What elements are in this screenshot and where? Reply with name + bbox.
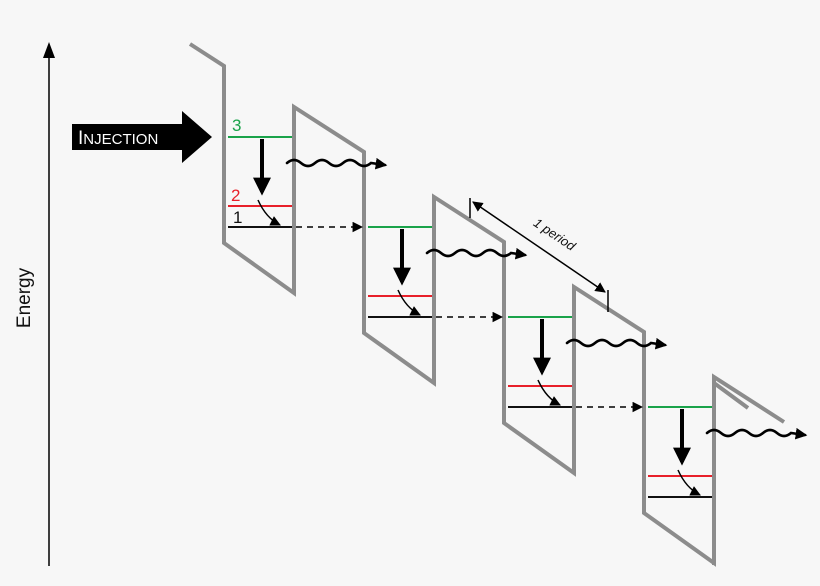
wavy-photon-arrow-icon — [425, 247, 528, 260]
wavy-photon-arrow-icon — [565, 337, 668, 350]
block-arrow-right-icon — [72, 111, 212, 163]
relaxation-arrow — [397, 289, 421, 316]
relaxation-arrow — [677, 469, 701, 496]
relaxation-arrow — [537, 379, 561, 406]
level-3-label: 3 — [232, 116, 241, 135]
energy-axis-arrowhead-icon — [43, 42, 55, 58]
conduction-band-edge-end — [712, 379, 750, 565]
wavy-photon-arrow-icon — [285, 157, 388, 170]
conduction-band-edge — [188, 42, 786, 567]
period-double-arrow — [472, 201, 606, 293]
level-2-label: 2 — [231, 186, 240, 205]
level-1-label: 1 — [233, 208, 242, 227]
energy-axis: Energy — [14, 42, 55, 566]
conduction-band-edges — [188, 42, 786, 567]
relaxation-arrow — [257, 199, 281, 226]
injection-label: INJECTION — [78, 128, 158, 149]
subband-levels — [228, 136, 712, 498]
energy-axis-label: Energy — [14, 267, 35, 328]
injection-arrow: INJECTION — [72, 111, 212, 163]
wavy-photon-arrow-icon — [705, 427, 808, 440]
level-numbers: 3 2 1 — [231, 116, 242, 227]
period-label: 1 period — [531, 215, 579, 254]
electron-transitions — [253, 139, 701, 496]
